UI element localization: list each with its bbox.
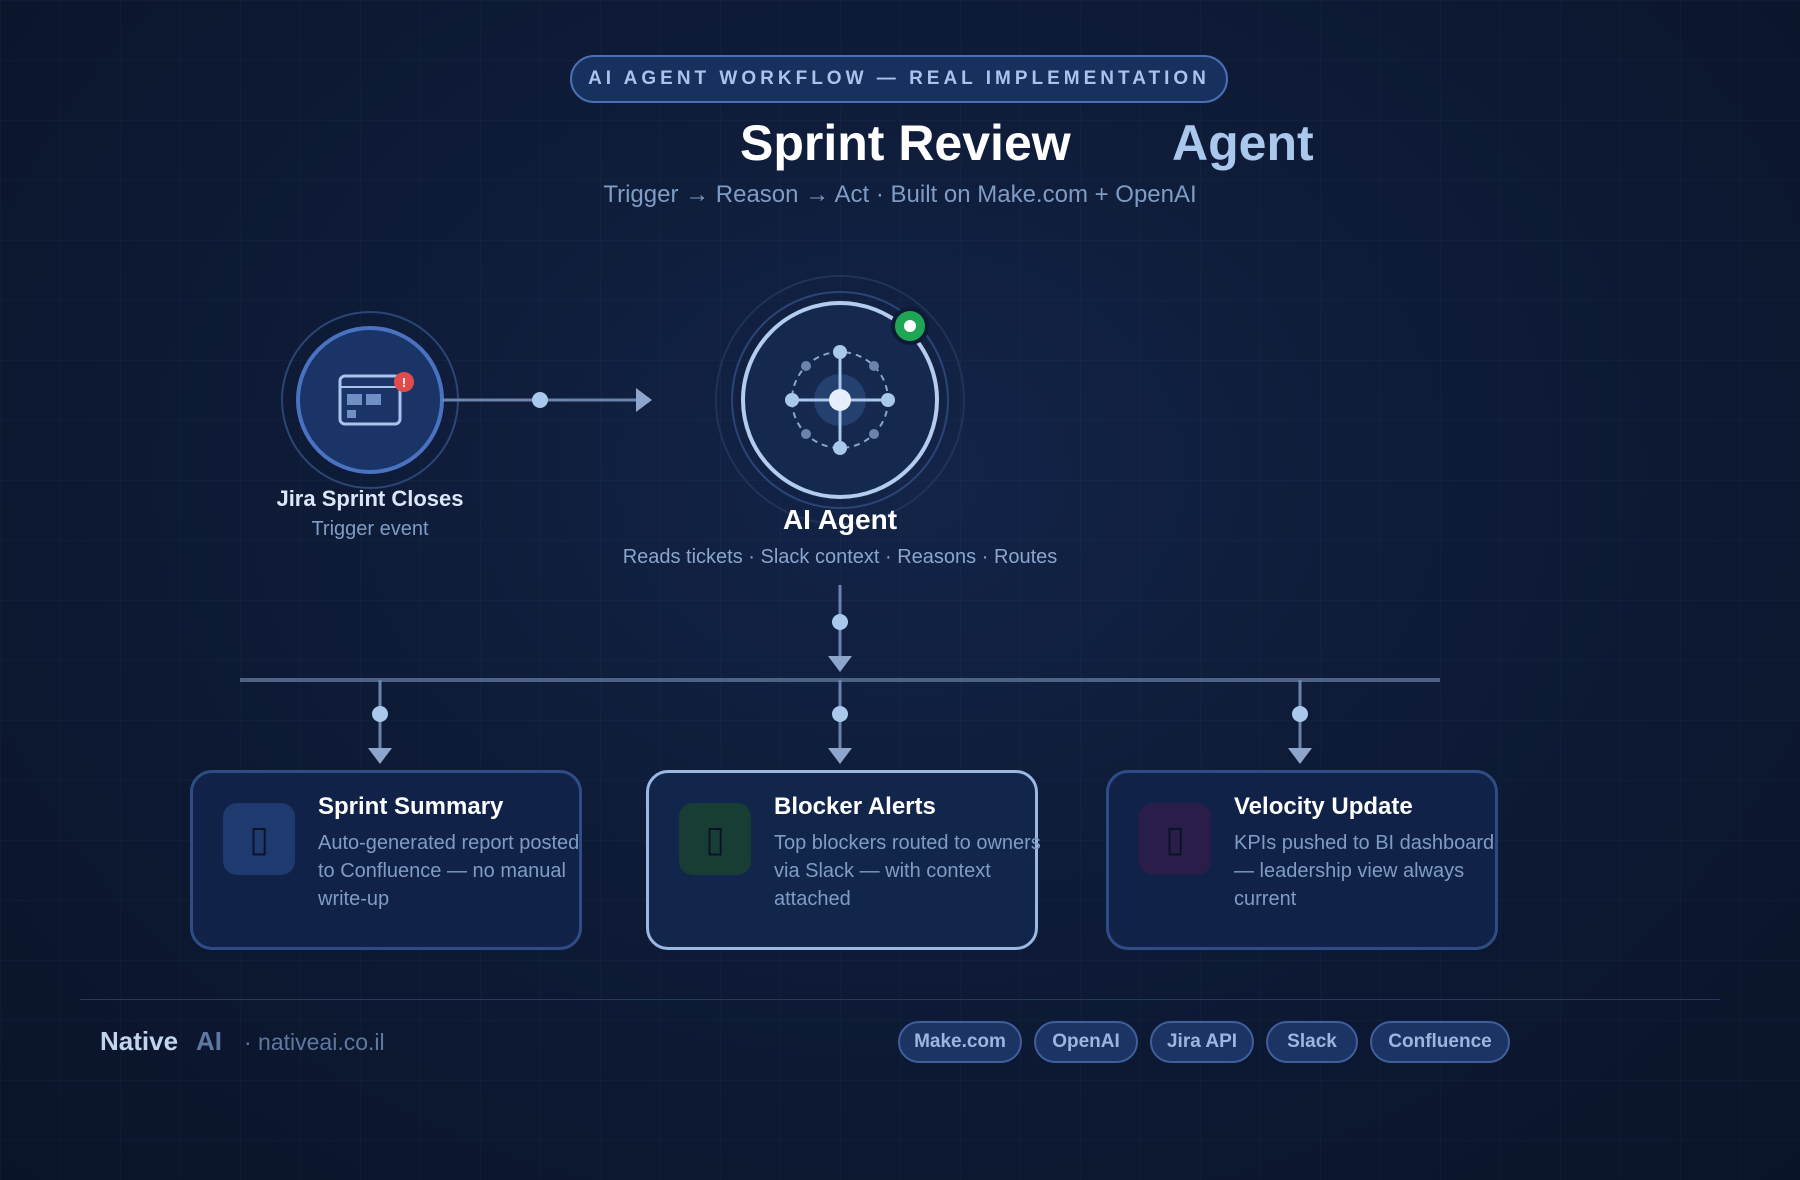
jira-board-icon — [338, 374, 402, 426]
card-description: Auto-generated report posted to Confluen… — [318, 832, 580, 910]
card-description: KPIs pushed to BI dashboard — leadership… — [1234, 832, 1495, 910]
card-title: Velocity Update — [1234, 793, 1413, 820]
tech-tag-confluence: Confluence — [1370, 1021, 1510, 1063]
status-online-icon — [891, 307, 929, 345]
trigger-to-agent-connector — [442, 388, 652, 412]
branch-drop-velocity — [1288, 680, 1312, 764]
footer-divider — [80, 999, 1720, 1000]
agent-node-subtitle: Reads tickets · Slack context · Reasons … — [622, 546, 1058, 568]
website-link[interactable]: · nativeai.co.il — [244, 1029, 385, 1055]
agent-to-branch-connector — [828, 585, 852, 672]
page-title: Sprint Review Agent — [0, 114, 1800, 174]
title-main: Sprint Review — [740, 115, 1071, 171]
document-icon: ▯ — [223, 803, 295, 875]
tech-tag-jira-api: Jira API — [1150, 1021, 1254, 1063]
card-title: Blocker Alerts — [774, 793, 936, 820]
trigger-node-title: Jira Sprint Closes — [276, 486, 464, 511]
title-accent: Agent — [1172, 115, 1314, 171]
tech-tag-make: Make.com — [898, 1021, 1022, 1063]
agent-node[interactable] — [715, 275, 965, 525]
output-card-blocker-alerts[interactable]: ▯ Blocker Alerts Top blockers routed to … — [646, 770, 1041, 950]
alert-icon: ▯ — [679, 803, 751, 875]
page-subtitle: Trigger → Reason → Act · Built on Make.c… — [603, 181, 1197, 208]
output-card-velocity-update[interactable]: ▯ Velocity Update KPIs pushed to BI dash… — [1106, 770, 1498, 950]
network-hub-icon — [785, 345, 895, 455]
branch-drop-summary — [368, 680, 392, 764]
workflow-badge: AI AGENT WORKFLOW — REAL IMPLEMENTATION — [570, 55, 1228, 103]
card-title: Sprint Summary — [318, 793, 504, 820]
alert-badge-text: ! — [402, 375, 406, 390]
trigger-node[interactable]: ! — [281, 311, 459, 489]
output-card-sprint-summary[interactable]: ▯ Sprint Summary Auto-generated report p… — [190, 770, 582, 950]
brand-secondary: AI — [196, 1026, 222, 1056]
chart-icon: ▯ — [1139, 803, 1211, 875]
brand-primary: Native — [100, 1026, 179, 1056]
tech-tag-slack: Slack — [1266, 1021, 1358, 1063]
card-description: Top blockers routed to owners via Slack … — [774, 832, 1041, 910]
alert-dot-icon: ! — [394, 372, 414, 392]
agent-node-title: AI Agent — [782, 504, 898, 535]
branch-drop-blockers — [828, 680, 852, 764]
tech-tag-openai: OpenAI — [1034, 1021, 1138, 1063]
trigger-node-subtitle: Trigger event — [311, 518, 429, 540]
